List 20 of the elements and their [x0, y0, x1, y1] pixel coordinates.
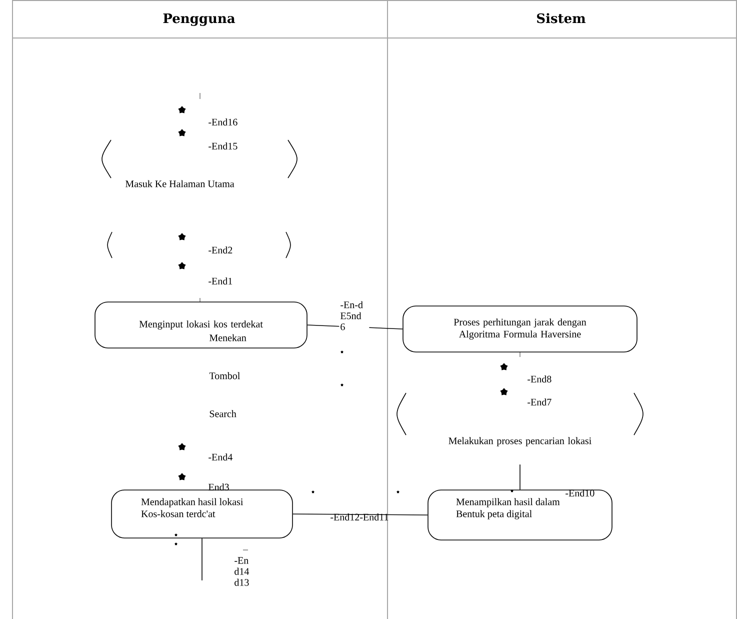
end-label: -End16	[208, 118, 238, 126]
end-label: -End2	[208, 246, 232, 254]
end-label: -End10	[566, 489, 594, 496]
end-label: -En d14 d13	[234, 557, 250, 586]
end-label: -En-d E5nd 6	[339, 300, 370, 332]
lane-header: Pengguna	[163, 14, 236, 26]
end-label: -End15	[208, 142, 238, 150]
end-label: -End12-End11	[330, 513, 388, 520]
lane-header: Sistem	[537, 13, 586, 24]
end-label: -End7	[528, 398, 552, 406]
activity-box: Mendapatkan hasil lokasi Kos-kosan terdc'at	[111, 490, 293, 538]
connector-line	[292, 514, 428, 516]
activity-box: Proses perhitungan jarak dengan Algoritma Formula Haversine	[402, 306, 638, 352]
end-label: End3	[208, 483, 229, 490]
end-label: -End4	[208, 453, 232, 460]
end-label: -End1	[208, 277, 232, 284]
end-label: Menekan Tombol Search	[209, 334, 246, 418]
activity-text: Masuk Ke Halaman Utama	[126, 180, 234, 188]
end-label: -End8	[528, 375, 552, 382]
activity-text: Melakukan proses pencarian lokasi	[448, 437, 592, 446]
